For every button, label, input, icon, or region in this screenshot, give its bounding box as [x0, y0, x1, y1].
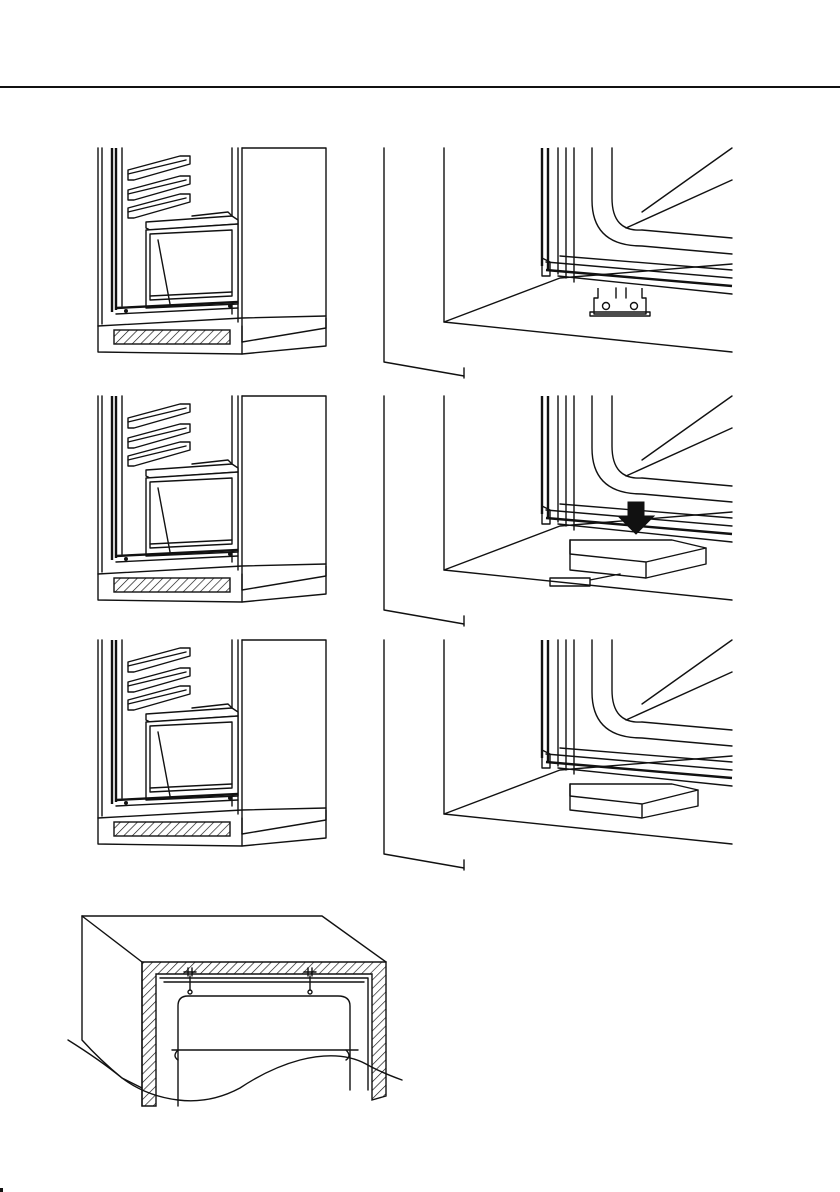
door-frame-corner: [384, 396, 732, 626]
hinge-cover-block: [550, 540, 706, 586]
fridge-illustration-1: [92, 146, 342, 361]
fridge-drawing: [98, 148, 326, 354]
press-down-arrow-icon: [618, 502, 654, 534]
page-corner-mark: [0, 1188, 3, 1192]
header-rule: [0, 86, 840, 88]
hinge-detail-3: [380, 638, 740, 878]
hinge-cover-fitted: [570, 784, 698, 818]
door-frame-corner: [384, 148, 732, 378]
fridge-illustration-3: [92, 638, 342, 853]
fridge-illustration-2: [92, 394, 342, 609]
fridge-drawing: [98, 396, 326, 602]
top-mounting-illustration: [60, 910, 410, 1110]
hinge-detail-2: [380, 394, 740, 634]
hinge-detail-1: [380, 146, 740, 386]
hinge-bracket: [590, 288, 650, 316]
fridge-drawing: [98, 640, 326, 846]
door-frame-corner: [384, 640, 732, 870]
